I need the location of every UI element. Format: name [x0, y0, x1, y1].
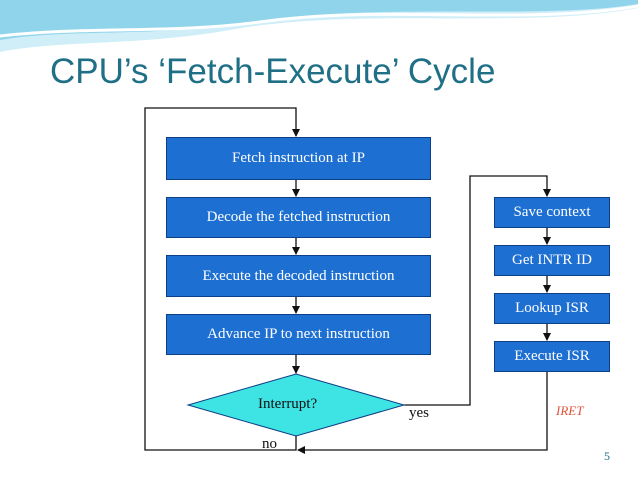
fetch-instruction-box: Fetch instruction at IP — [166, 137, 431, 180]
loop-back-connector — [144, 107, 300, 451]
advance-ip-label: Advance IP to next instruction — [207, 326, 390, 342]
lookup-isr-box: Lookup ISR — [494, 293, 610, 324]
save-context-label: Save context — [513, 204, 591, 220]
get-intr-id-box: Get INTR ID — [494, 245, 610, 276]
no-label: no — [262, 436, 277, 452]
header-wave-decoration — [0, 0, 638, 52]
interrupt-decision-label: Interrupt? — [258, 396, 318, 412]
execute-instruction-box: Execute the decoded instruction — [166, 255, 431, 297]
advance-ip-box: Advance IP to next instruction — [166, 314, 431, 355]
execute-isr-label: Execute ISR — [514, 348, 590, 364]
decode-instruction-box: Decode the fetched instruction — [166, 197, 431, 238]
iret-return-connector — [297, 372, 548, 454]
execute-isr-box: Execute ISR — [494, 341, 610, 372]
execute-instruction-label: Execute the decoded instruction — [202, 267, 395, 284]
decode-instruction-label: Decode the fetched instruction — [206, 209, 391, 225]
interrupt-decision-diamond — [186, 373, 406, 437]
yes-label: yes — [409, 405, 429, 421]
page-title: CPU’s ‘Fetch-Execute’ Cycle — [50, 52, 496, 91]
iret-label: IRET — [556, 403, 584, 418]
get-intr-id-label: Get INTR ID — [512, 252, 592, 268]
lookup-isr-label: Lookup ISR — [515, 300, 589, 316]
yes-branch-connector — [404, 175, 551, 406]
page-number: 5 — [604, 449, 610, 463]
save-context-box: Save context — [494, 197, 610, 228]
fetch-instruction-label: Fetch instruction at IP — [232, 150, 365, 166]
